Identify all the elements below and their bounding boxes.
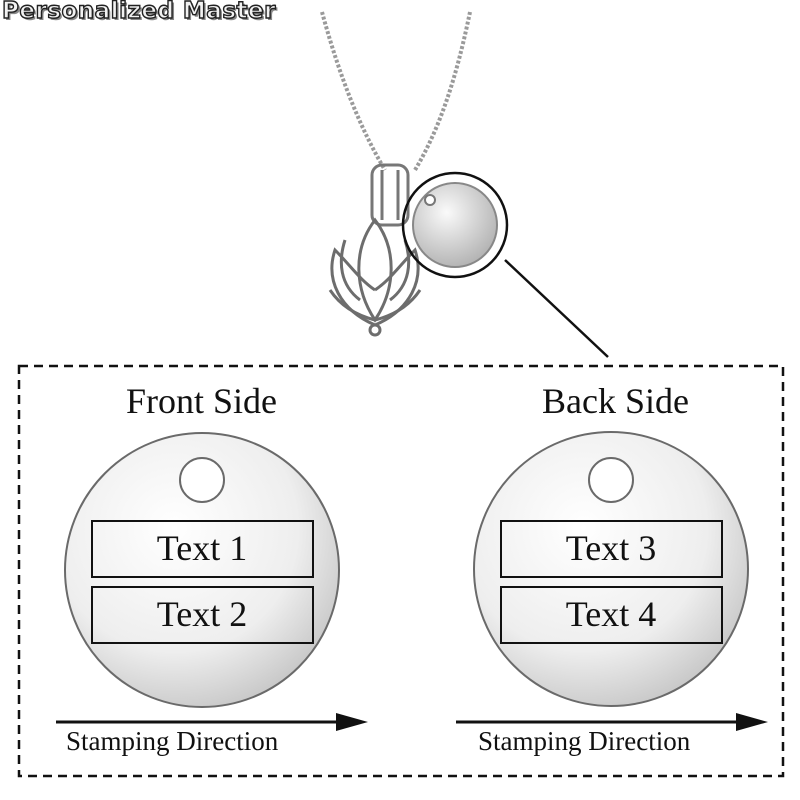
- front-side-title: Front Side: [126, 381, 278, 421]
- necklace-chain: [320, 11, 472, 172]
- back-direction-arrow: [456, 713, 768, 731]
- back-side-title: Back Side: [542, 381, 689, 421]
- front-field-1-text: Text 1: [156, 528, 248, 568]
- pendant-disc: [412, 182, 498, 268]
- back-tag: [473, 431, 749, 707]
- back-tag-hole: [588, 457, 634, 503]
- front-field-2-box: [91, 586, 314, 644]
- lotus-cage-pendant: [328, 217, 422, 337]
- front-field-1-box: [91, 520, 314, 578]
- magnifier-pointer: [504, 259, 609, 358]
- back-field-3-text: Text 3: [565, 528, 657, 568]
- back-field-4-text: Text 4: [565, 594, 657, 634]
- front-tag-hole: [179, 457, 225, 503]
- magnifier-circle: [401, 171, 509, 279]
- brand-watermark: Personalized Master: [1, 0, 276, 25]
- front-tag: [64, 432, 340, 708]
- back-stamping-direction-label: Stamping Direction: [478, 726, 691, 756]
- detail-frame: [17, 364, 785, 778]
- front-field-2-text: Text 2: [156, 594, 248, 634]
- front-stamping-direction-label: Stamping Direction: [66, 726, 279, 756]
- back-field-3-box: [500, 520, 723, 578]
- pendant-bail: [370, 163, 410, 227]
- front-direction-arrow: [56, 713, 368, 731]
- back-field-4-box: [500, 586, 723, 644]
